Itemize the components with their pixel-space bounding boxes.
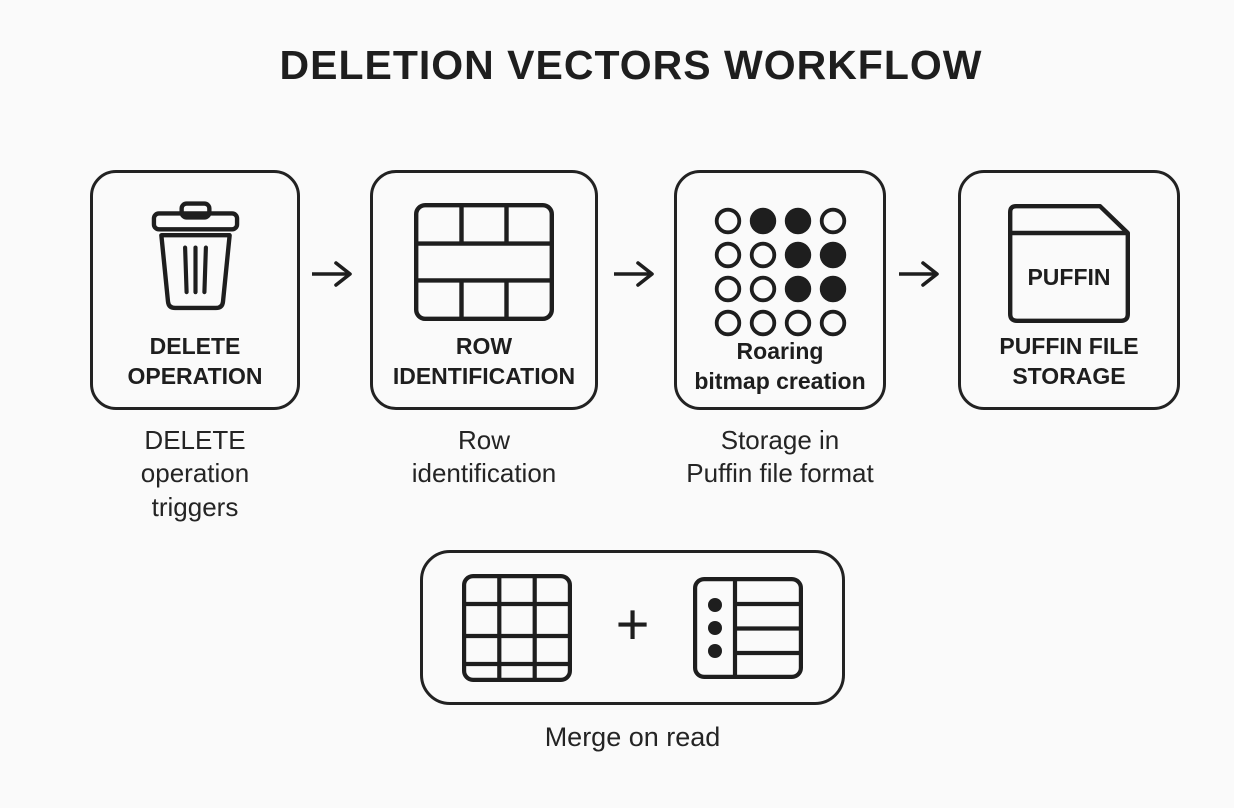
puffin-file-icon: PUFFIN [1008, 204, 1130, 323]
arrow-right-icon [612, 259, 660, 289]
step-label-puffin-file-storage: PUFFIN FILE STORAGE [999, 333, 1139, 390]
bitmap-dots-group [714, 207, 846, 337]
deletion-vector-list-icon [693, 576, 804, 679]
page-title: DELETION VECTORS WORKFLOW [279, 42, 983, 88]
arrow-right-icon [310, 259, 358, 289]
step-label-delete-operation: DELETE OPERATION [127, 333, 263, 390]
puffin-file-text: PUFFIN [1027, 264, 1110, 290]
caption-delete-operation: DELETE operation triggers [140, 425, 250, 522]
data-table-grid-icon [461, 573, 572, 682]
arrow-right-icon [897, 259, 945, 289]
plus-icon: + [615, 591, 650, 657]
bitmap-dots-icon [714, 207, 847, 337]
step-label-row-identification: ROW IDENTIFICATION [392, 333, 576, 390]
step-row-identification: ROW IDENTIFICATION [370, 170, 598, 410]
merge-on-read-box: + [420, 550, 845, 705]
table-rows-icon [414, 203, 554, 321]
step-delete-operation: DELETE OPERATION [90, 170, 300, 410]
step-roaring-bitmap-creation: Roaring bitmap creation [674, 170, 886, 410]
caption-row-identification: Row identification [411, 425, 557, 489]
trash-icon [148, 201, 243, 314]
caption-merge-on-read: Merge on read [544, 722, 721, 752]
step-label-roaring-bitmap: Roaring bitmap creation [694, 338, 866, 394]
step-puffin-file-storage: PUFFIN PUFFIN FILE STORAGE [958, 170, 1180, 410]
caption-storage-puffin: Storage in Puffin file format [686, 425, 874, 489]
